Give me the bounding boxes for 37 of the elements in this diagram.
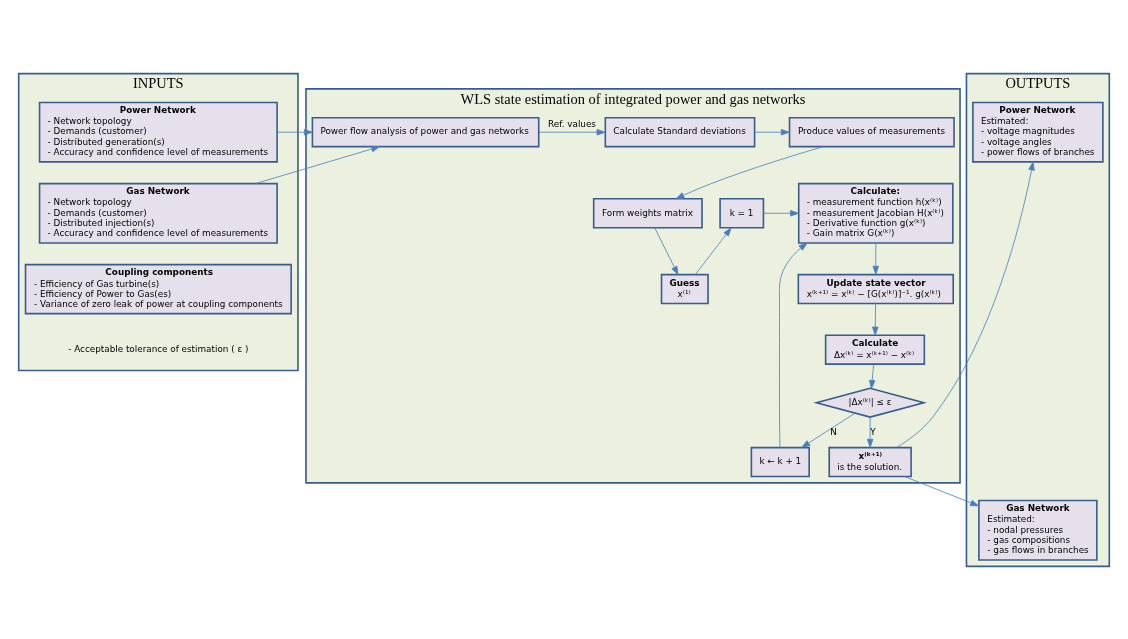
- node-box: Update state vector x⁽ᵏ⁺¹⁾ = x⁽ᵏ⁾ − [G(x⁽ᵏ⁾)]⁻¹. g(x⁽ᵏ⁾): [797, 273, 955, 304]
- node-box: Calculate: - measurement function h(x⁽ᵏ⁾) - measurement Jacobian H(x⁽ᵏ⁾) - Derivative function g(x⁽ᵏ⁾) - Gain matrix G(x⁽ᵏ⁾): [797, 182, 954, 244]
- node-box: Produce values of measurements: [788, 116, 955, 147]
- arrow: [779, 242, 808, 448]
- node-box: k = 1: [719, 197, 765, 228]
- arrow: [904, 475, 979, 506]
- node-box: Gas Network - Network topology - Demands (customer) - Distributed injection(s) - Accuracy and confidence level of measurements: [38, 182, 278, 244]
- node-box: Calculate Standard deviations: [604, 116, 756, 147]
- arrow: [694, 227, 732, 275]
- node-box: Power Network - Network topology - Demands (customer) - Distributed generation(s) - Accuracy and confidence level of measurements: [38, 101, 278, 163]
- arrow: [872, 302, 879, 335]
- arrow: [868, 363, 876, 389]
- arrow: [276, 128, 313, 135]
- node-box: Power Network Estimated: - voltage magnitudes - voltage angles - power flows of branches: [972, 101, 1104, 163]
- arrow: [872, 242, 879, 275]
- arrow: [896, 161, 1035, 448]
- arrow: [654, 227, 679, 275]
- arrow: [763, 209, 799, 216]
- arrow: [801, 412, 856, 448]
- node-box: Coupling components - Efficiency of Gas turbine(s) - Efficiency of Power to Gas(es) - Variance of zero leak of power at coupling components: [24, 263, 292, 314]
- node-box: Power flow analysis of power and gas networks: [311, 116, 540, 147]
- arrow: [538, 128, 606, 135]
- label: - Acceptable tolerance of estimation ( ε ): [68, 343, 249, 354]
- arrow: [675, 145, 824, 199]
- arrow: [754, 128, 790, 135]
- node-box: Form weights matrix: [592, 197, 703, 228]
- node-box: Guess x⁽¹⁾: [660, 273, 709, 304]
- arrow: [255, 145, 381, 184]
- node-box: Calculate Δx⁽ᵏ⁾ = x⁽ᵏ⁺¹⁾ − x⁽ᵏ⁾: [824, 333, 926, 365]
- edge-label: Ref. values: [548, 118, 596, 129]
- edge-label: N: [830, 426, 837, 437]
- arrow: [866, 416, 874, 448]
- node-diamond: |Δx⁽ᵏ⁾| ≤ ε: [813, 386, 928, 418]
- node-box: Gas Network Estimated: - nodal pressures - gas compositions - gas flows in branches: [978, 499, 1098, 561]
- edge-label: Y: [870, 426, 876, 437]
- node-box: x⁽ᵏ⁺¹⁾ is the solution.: [828, 446, 912, 477]
- node-box: k ← k + 1: [750, 446, 810, 477]
